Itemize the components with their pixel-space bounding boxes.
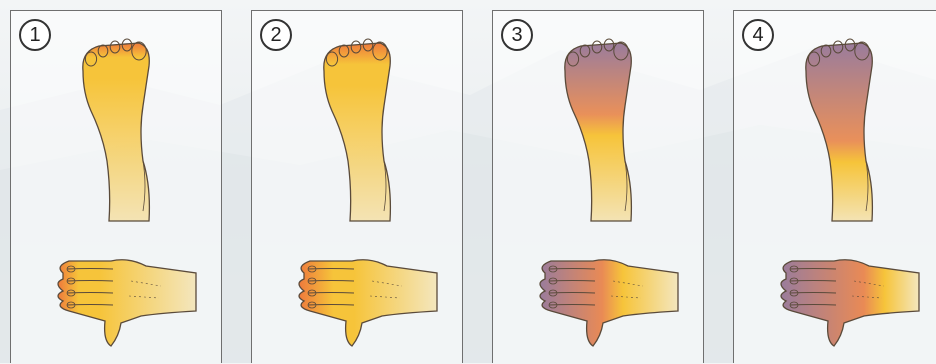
finger-line bbox=[67, 281, 113, 282]
foot-shape bbox=[565, 43, 632, 221]
hand bbox=[540, 260, 678, 346]
finger-line bbox=[67, 269, 113, 270]
foot bbox=[83, 39, 150, 221]
foot bbox=[806, 39, 873, 221]
finger-line bbox=[67, 293, 113, 294]
foot-and-hand-illustration bbox=[11, 11, 223, 364]
finger-line bbox=[308, 269, 354, 270]
finger-line bbox=[67, 305, 113, 306]
hand bbox=[58, 260, 196, 346]
stage-panel-1: 1 bbox=[10, 10, 222, 363]
foot-and-hand-illustration bbox=[252, 11, 464, 364]
stage-panel-2: 2 bbox=[251, 10, 463, 363]
foot bbox=[324, 39, 391, 221]
foot-shape bbox=[806, 43, 873, 221]
finger-line bbox=[308, 305, 354, 306]
finger-line bbox=[549, 269, 595, 270]
foot-and-hand-illustration bbox=[734, 11, 936, 364]
finger-line bbox=[790, 293, 836, 294]
hand-shape bbox=[58, 260, 196, 346]
finger-line bbox=[549, 305, 595, 306]
hand bbox=[781, 260, 919, 346]
hand-shape bbox=[781, 260, 919, 346]
stage-panel-3: 3 bbox=[492, 10, 704, 363]
stage-panel-4: 4 bbox=[733, 10, 936, 363]
finger-line bbox=[308, 293, 354, 294]
finger-line bbox=[549, 293, 595, 294]
foot-shape bbox=[324, 43, 391, 221]
finger-line bbox=[790, 281, 836, 282]
hand-shape bbox=[540, 260, 678, 346]
hand bbox=[299, 260, 437, 346]
foot bbox=[565, 39, 632, 221]
foot-shape bbox=[83, 43, 150, 221]
finger-line bbox=[308, 281, 354, 282]
hand-shape bbox=[299, 260, 437, 346]
foot-and-hand-illustration bbox=[493, 11, 705, 364]
finger-line bbox=[549, 281, 595, 282]
finger-line bbox=[790, 269, 836, 270]
finger-line bbox=[790, 305, 836, 306]
